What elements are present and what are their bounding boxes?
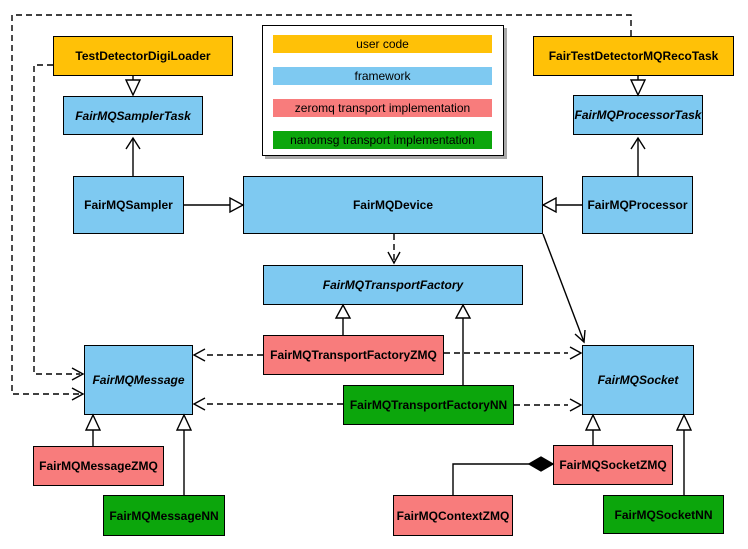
edge-tfnn-transportfactory: [454, 303, 472, 385]
edge-device-transportfactory: [387, 234, 401, 265]
edge-msgnn-message: [175, 413, 193, 495]
edge-sockzmq-socket: [584, 413, 602, 445]
edge-digiloader-samplertask: [124, 76, 142, 97]
legend: user code framework zeromq transport imp…: [262, 25, 504, 156]
edge-socknn-socket: [675, 413, 693, 495]
legend-item-zeromq: zeromq transport implementation: [273, 99, 492, 117]
edge-tfnn-message: [192, 397, 343, 411]
legend-label: zeromq transport implementation: [294, 101, 471, 115]
legend-item-nanomsg: nanomsg transport implementation: [273, 131, 492, 149]
edge-sampler-samplertask: [125, 136, 141, 176]
edge-tfzmq-transportfactory: [334, 303, 352, 335]
node-fairmqprocessortask: FairMQProcessorTask: [573, 95, 703, 135]
edge-processor-device: [541, 196, 582, 214]
legend-item-framework: framework: [273, 67, 492, 85]
legend-label: framework: [354, 69, 411, 83]
node-fairmqtransportfactorynn: FairMQTransportFactoryNN: [343, 385, 514, 425]
legend-item-user-code: user code: [273, 35, 492, 53]
edge-tfzmq-message: [192, 348, 263, 362]
edge-msgzmq-message: [84, 413, 102, 446]
node-fairmqtransportfactoryzmq: FairMQTransportFactoryZMQ: [263, 335, 444, 375]
node-fairmqmessagezmq: FairMQMessageZMQ: [33, 446, 164, 486]
node-fairmqtransportfactory: FairMQTransportFactory: [263, 265, 523, 305]
node-fairtestdetectormqrecotask: FairTestDetectorMQRecoTask: [533, 36, 734, 76]
legend-label: nanomsg transport implementation: [290, 133, 475, 147]
node-testdetectordigiloader: TestDetectorDigiLoader: [53, 36, 233, 76]
node-fairmqprocessor: FairMQProcessor: [582, 176, 693, 234]
node-fairmqmessage: FairMQMessage: [84, 345, 193, 415]
edge-recotask-processortask: [629, 76, 647, 97]
node-fairmqsamplertask: FairMQSamplerTask: [63, 96, 203, 135]
node-fairmqsocketnn: FairMQSocketNN: [603, 495, 724, 534]
node-fairmqcontextzmq: FairMQContextZMQ: [393, 495, 513, 536]
edge-processor-processortask: [630, 136, 646, 176]
node-fairmqsocketzmq: FairMQSocketZMQ: [553, 445, 673, 485]
node-fairmqmessagenn: FairMQMessageNN: [103, 495, 225, 536]
edge-sampler-device: [184, 196, 245, 214]
edge-contextzmq-sockzmq: [452, 456, 555, 495]
edge-device-socket: [542, 233, 586, 344]
edge-tfnn-socket: [514, 398, 583, 412]
node-fairmqdevice: FairMQDevice: [243, 176, 543, 234]
legend-label: user code: [356, 37, 409, 51]
edge-tfzmq-socket: [444, 346, 583, 360]
node-fairmqsocket: FairMQSocket: [582, 345, 694, 415]
node-fairmqsampler: FairMQSampler: [73, 176, 184, 234]
